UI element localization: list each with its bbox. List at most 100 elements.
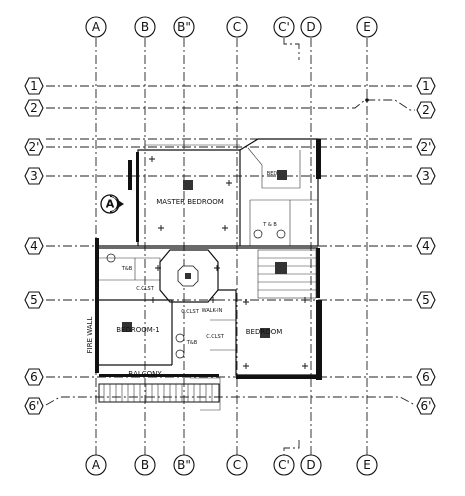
gridline-c1-bottom <box>283 440 300 455</box>
bubble-d-bottom <box>300 454 322 476</box>
bubble-b2-top-label: B" <box>177 20 191 34</box>
wall-hall-octagon <box>159 249 219 303</box>
bubble-3-right-label: 3 <box>422 169 430 183</box>
label-fire-wall: FIRE WALL <box>86 317 94 354</box>
wall-upper-room-inner <box>247 147 301 189</box>
bubble-2p-right <box>416 138 436 156</box>
label-tb-upper: T & B <box>262 222 277 228</box>
bubble-b-bottom-label: B <box>141 458 149 472</box>
wall-stair-thick <box>316 248 320 298</box>
bubble-b2-bottom-label: B" <box>177 458 191 472</box>
wall-upper-right-outline <box>239 138 319 246</box>
bubble-6p-left-label: 6' <box>29 399 40 413</box>
bubble-e-bottom-label: E <box>363 458 371 472</box>
gridline-6p <box>45 396 416 406</box>
section-marker: A <box>100 194 124 214</box>
bubble-6-right-label: 6 <box>422 370 430 384</box>
label-upper-room: BED <box>267 171 278 177</box>
stair-light <box>275 262 287 274</box>
bubble-a-bottom-label: A <box>92 458 101 472</box>
balcony-top-rail <box>99 374 219 377</box>
label-closet-center: C.CLST <box>181 309 200 315</box>
gridline-2-node <box>365 98 369 102</box>
row-bubbles-right: 1 2 2' 3 4 5 6 6' <box>416 77 436 415</box>
bubble-c1-bottom-label: C' <box>278 458 290 472</box>
bubble-b-top <box>134 16 156 38</box>
bubble-b-bottom <box>134 454 156 476</box>
bubble-1-left-label: 1 <box>30 79 38 93</box>
wall-left-thick <box>95 238 99 373</box>
bubble-c-top-label: C <box>233 20 241 34</box>
label-tb-small: T&B <box>186 340 198 346</box>
bubble-c-bottom-label: C <box>233 458 241 472</box>
bubble-c1-bottom <box>273 454 295 476</box>
bubble-5-right-label: 5 <box>422 293 430 307</box>
tb-upper-sink <box>276 229 286 239</box>
bubble-b2-bottom <box>173 454 195 476</box>
bubble-3-left <box>24 167 44 185</box>
tb-upper-toilet <box>253 229 263 239</box>
bubble-6-left <box>24 368 44 386</box>
bubble-4-right-label: 4 <box>422 239 430 253</box>
bubble-b-top-label: B <box>141 20 149 34</box>
bubble-e-top-label: E <box>363 20 371 34</box>
walls <box>95 138 322 411</box>
bubble-2-left-label: 2 <box>30 101 38 115</box>
label-balcony: BALCONY <box>128 370 162 378</box>
upper-room-light <box>277 170 287 180</box>
label-bedroom-1: BEDROOM-1 <box>116 326 160 334</box>
bubble-6p-left <box>24 397 44 415</box>
wall-master-left-thick <box>136 152 139 242</box>
bubble-4-left <box>24 237 44 255</box>
bubble-2-left <box>24 99 44 117</box>
bubble-a-top <box>85 16 107 38</box>
bubble-c-top <box>226 16 248 38</box>
bubble-2-right-label: 2 <box>422 103 430 117</box>
bubble-5-right <box>416 291 436 309</box>
bubble-5-left <box>24 291 44 309</box>
bubble-b2-top <box>173 16 195 38</box>
label-bedroom-right: BEDROOM <box>246 328 283 336</box>
balcony-bay <box>190 377 221 411</box>
label-closet-left: C.CLST <box>136 286 155 292</box>
bubble-4-right <box>416 237 436 255</box>
master-light <box>183 180 193 190</box>
bubble-2p-right-label: 2' <box>421 140 432 154</box>
room-labels: MASTER BEDROOM T & B T&B C.CLST C.CLST W… <box>86 171 282 378</box>
label-closet-mid: C.CLST <box>206 334 225 340</box>
balcony-outline <box>98 383 220 403</box>
bedroom1-light <box>122 322 132 332</box>
bubble-2-right <box>416 101 436 119</box>
tb-small-sink <box>175 349 185 359</box>
hall-light-center <box>185 273 191 279</box>
wall-upper-right-thick <box>316 139 321 179</box>
row-gridlines <box>45 85 416 406</box>
bubble-6-left-label: 6 <box>30 370 38 384</box>
bubble-2p-left <box>24 138 44 156</box>
gridline-c1-top <box>283 38 300 60</box>
section-marker-label: A <box>106 198 115 211</box>
label-tb-left: T&B <box>121 266 133 272</box>
tb-small-toilet <box>175 333 185 343</box>
bubble-6p-right <box>416 397 436 415</box>
gridline-2 <box>46 99 415 111</box>
tb-left-toilet <box>106 253 116 263</box>
column-bubbles-bottom: A B B" C C' D E <box>85 454 378 476</box>
ceiling-marks <box>149 156 308 369</box>
bubble-d-bottom-label: D <box>306 458 315 472</box>
bubble-a-bottom <box>85 454 107 476</box>
wall-master-window <box>128 160 132 190</box>
bubble-2p-left-label: 2' <box>29 140 40 154</box>
bubble-6p-right-label: 6' <box>421 399 432 413</box>
bubble-3-left-label: 3 <box>30 169 38 183</box>
section-marker-inner <box>103 197 117 211</box>
column-bubbles-top: A B B" C C' D E <box>85 16 378 38</box>
bubble-4-left-label: 4 <box>30 239 38 253</box>
bubble-6-right <box>416 368 436 386</box>
label-master-bedroom: MASTER BEDROOM <box>156 198 224 206</box>
bedroom-light <box>260 328 270 338</box>
wall-bedroom-right-bottom-thick <box>236 375 320 379</box>
bubble-5-left-label: 5 <box>30 293 38 307</box>
bubble-e-top <box>356 16 378 38</box>
